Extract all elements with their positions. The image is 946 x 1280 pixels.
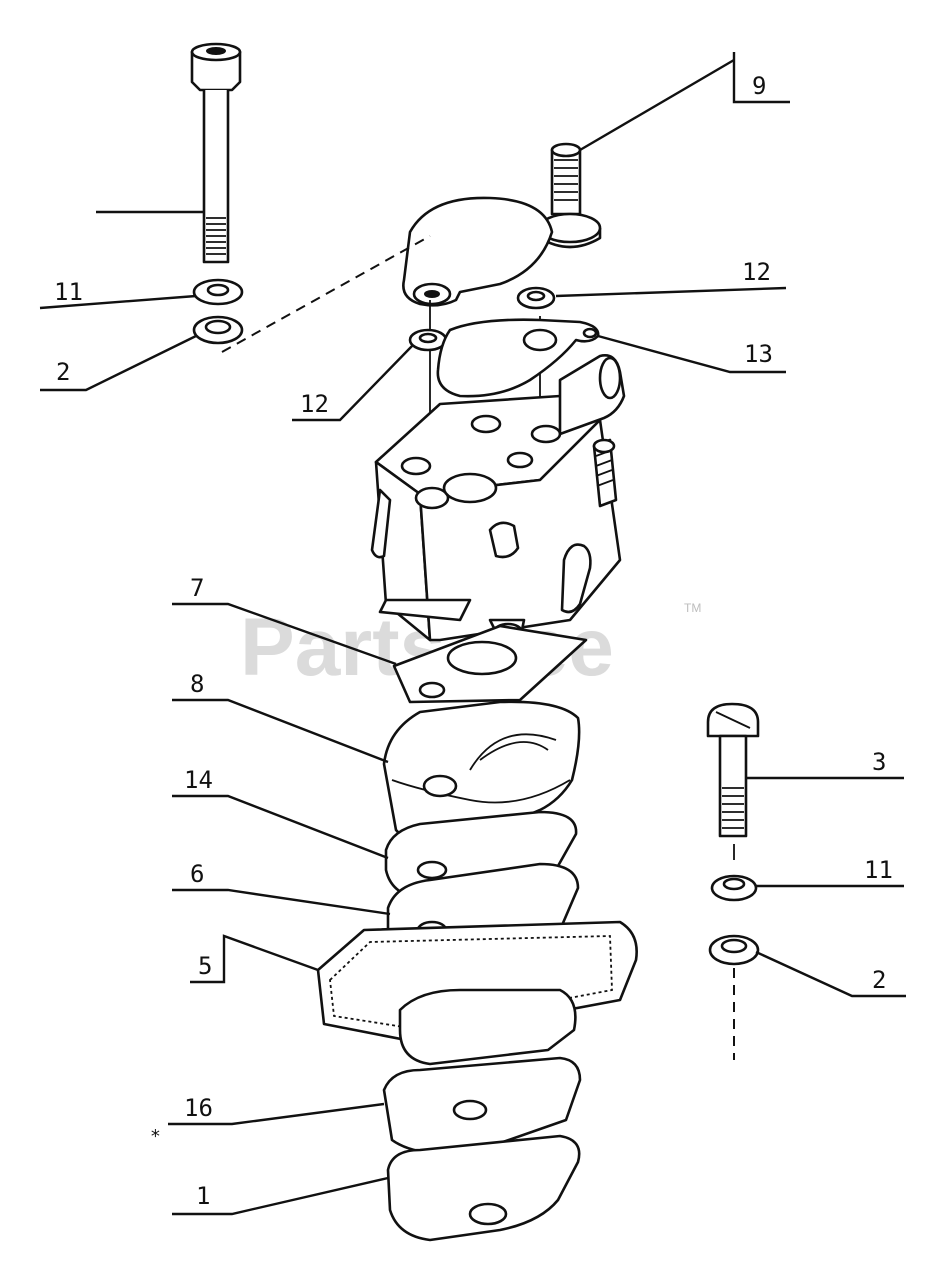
leader-5 bbox=[190, 934, 319, 984]
cover-plate bbox=[402, 196, 554, 307]
callout-14: 14 bbox=[184, 766, 213, 794]
small-washer-right bbox=[516, 286, 556, 310]
leader-12-left bbox=[292, 345, 413, 422]
gasket-bottom bbox=[386, 1134, 581, 1242]
underline-9 bbox=[732, 52, 790, 104]
lock-washer-left bbox=[192, 278, 244, 306]
leader-9 bbox=[579, 58, 735, 152]
diaphragm-gasket bbox=[436, 318, 600, 398]
leader-1 bbox=[172, 1176, 389, 1216]
callout-11-right: 11 bbox=[864, 856, 893, 884]
callout-8: 8 bbox=[190, 670, 204, 698]
callout-7: 7 bbox=[190, 574, 204, 602]
callout-2-left: 2 bbox=[56, 358, 70, 386]
lock-washer-right bbox=[710, 874, 758, 902]
callout-12-right: 12 bbox=[742, 258, 771, 286]
short-bolt bbox=[538, 142, 602, 249]
callout-16: 16 bbox=[184, 1094, 213, 1122]
long-socket-bolt bbox=[190, 42, 242, 264]
callout-2-right: 2 bbox=[872, 966, 886, 994]
callout-6: 6 bbox=[190, 860, 204, 888]
gasket-top bbox=[392, 624, 588, 704]
leader-16 bbox=[168, 1102, 385, 1126]
slotted-screw bbox=[706, 702, 760, 838]
insulator-block bbox=[382, 700, 581, 849]
watermark-tm: TM bbox=[684, 601, 701, 615]
callout-11-left: 11 bbox=[54, 278, 83, 306]
leader-8 bbox=[172, 698, 389, 764]
leader-6 bbox=[172, 888, 391, 916]
callout-16-mark: * bbox=[150, 1126, 161, 1147]
callout-12-left: 12 bbox=[300, 390, 329, 418]
leader-2-right bbox=[755, 950, 906, 998]
carburetor-body bbox=[370, 354, 626, 642]
small-washer-left bbox=[408, 328, 448, 352]
leader-13 bbox=[597, 334, 786, 374]
leader-7 bbox=[172, 602, 397, 666]
leader-14 bbox=[172, 794, 389, 860]
leader-12-right bbox=[555, 286, 787, 298]
alignment-line-left bbox=[221, 235, 431, 353]
callout-1: 1 bbox=[196, 1182, 210, 1210]
callout-5: 5 bbox=[198, 952, 212, 980]
manifold-lower bbox=[382, 988, 582, 1155]
flat-washer-left bbox=[192, 315, 244, 345]
callout-9: 9 bbox=[752, 72, 766, 100]
leader-2-left bbox=[40, 334, 197, 392]
callout-3: 3 bbox=[872, 748, 886, 776]
flat-washer-right bbox=[708, 934, 760, 966]
callout-13: 13 bbox=[744, 340, 773, 368]
leader-11-left bbox=[39, 294, 197, 310]
